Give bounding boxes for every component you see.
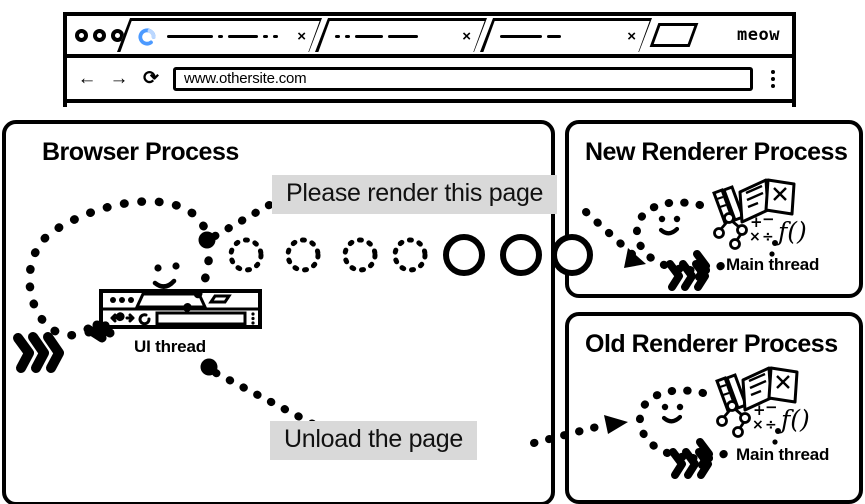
tab-strip: × × × meow (67, 16, 792, 58)
tab-2-title (335, 35, 454, 39)
tab-2-close-icon[interactable]: × (462, 28, 471, 45)
old-renderer-process-panel (565, 312, 863, 504)
browser-menu-icon[interactable] (771, 69, 776, 88)
window-dot-close-icon[interactable] (75, 28, 88, 42)
ui-thread-browser-icon (99, 289, 262, 329)
new-renderer-title: New Renderer Process (585, 138, 848, 166)
tab-3-title (500, 35, 619, 39)
render-message-label: Please render this page (272, 175, 558, 214)
forward-icon[interactable]: → (109, 68, 129, 89)
new-tab-button[interactable] (649, 23, 699, 47)
window-dot-maximize-icon[interactable] (111, 28, 124, 42)
old-renderer-title: Old Renderer Process (585, 330, 838, 358)
page-viewport (67, 103, 792, 111)
browser-process-title: Browser Process (42, 138, 239, 166)
unload-message-label: Unload the page (270, 421, 477, 460)
window-controls[interactable] (75, 28, 124, 42)
browser-tab-3[interactable]: × (480, 18, 652, 52)
window-dot-minimize-icon[interactable] (93, 28, 106, 42)
browser-toolbar: ← → ⟳ www.othersite.com (67, 58, 792, 103)
new-renderer-main-thread-label: Main thread (726, 255, 820, 274)
address-bar-input[interactable]: www.othersite.com (173, 66, 753, 91)
browser-tab-2[interactable]: × (315, 18, 487, 52)
reload-icon[interactable]: ⟳ (143, 68, 159, 89)
tab-1-close-icon[interactable]: × (297, 28, 306, 45)
browser-tab-1[interactable]: × (117, 18, 322, 52)
browser-window: × × × meow ← → ⟳ www.othersi (63, 12, 796, 111)
tab-3-close-icon[interactable]: × (627, 28, 636, 45)
ui-thread-label: UI thread (134, 337, 206, 356)
loading-spinner-icon (137, 27, 157, 47)
browser-brand-label: meow (737, 25, 780, 45)
old-renderer-main-thread-label: Main thread (736, 445, 830, 464)
back-icon[interactable]: ← (77, 68, 97, 89)
tab-1-title (167, 35, 289, 39)
